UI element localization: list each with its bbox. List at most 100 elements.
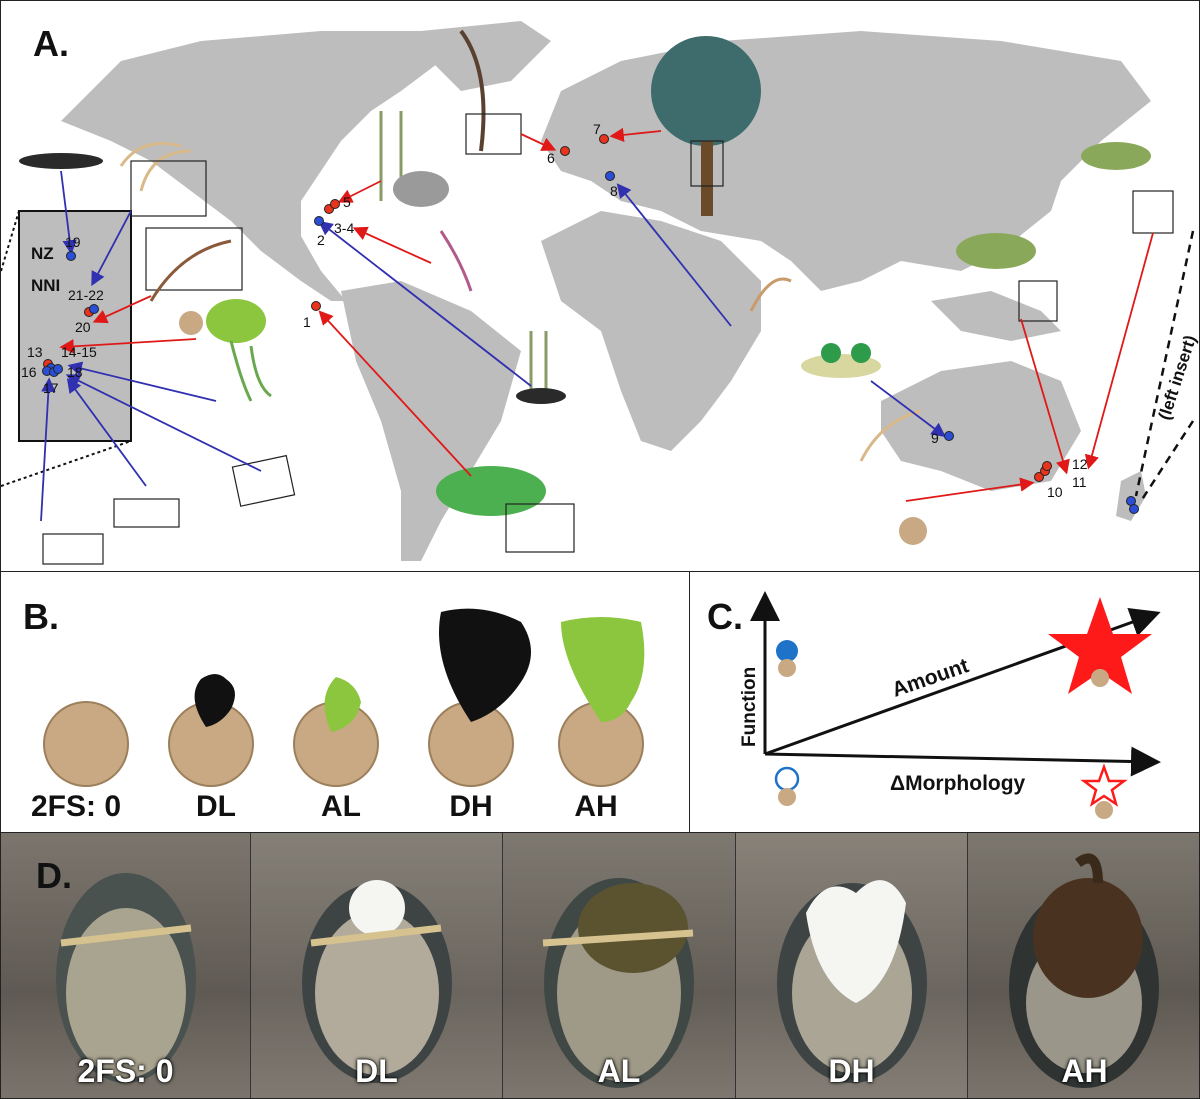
site-3-4-label: 3-4 <box>334 220 354 236</box>
concept-plot-svg: Function ΔMorphology Amount <box>739 591 1161 819</box>
treatment-label-ah: AH <box>574 790 618 823</box>
photo-label-ah: AH <box>1061 1053 1108 1089</box>
photo-label-dl: DL <box>355 1053 398 1089</box>
dead-high-seaweed-icon <box>439 608 531 722</box>
mangrove-callout-box <box>505 503 575 553</box>
site-6-label: 6 <box>547 150 555 166</box>
open-red-star-marker <box>1080 763 1128 807</box>
filled-red-star-marker <box>1048 597 1152 694</box>
site-19-label: 19 <box>65 234 81 250</box>
north-america <box>61 31 441 301</box>
site-18-dot <box>53 364 63 374</box>
panel-a-world-map: A. NZ NNI (left inser <box>0 0 1200 572</box>
seagrass-icon-2 <box>529 331 548 391</box>
open-blue-circle-marker <box>774 766 800 792</box>
brown-algae-icon <box>149 239 232 302</box>
site-8-dot <box>605 171 615 181</box>
inset-label-nni: NNI <box>31 276 60 295</box>
photo-label-al: AL <box>597 1053 641 1089</box>
site-2-dot <box>314 216 324 226</box>
tree-canopy-icon <box>651 36 761 146</box>
shell-2fs-0 <box>43 701 129 787</box>
treatment-label-dl: DL <box>196 790 236 823</box>
gradient-callout-box <box>113 498 180 528</box>
panel-d-photos: 2FS: 0 DL AL DH AH D. <box>0 832 1200 1099</box>
site-12-label: 12 <box>1072 456 1088 472</box>
treatment-label-al: AL <box>321 790 361 823</box>
photo-ah: AH <box>968 833 1199 1098</box>
nz-site-dot-2 <box>1129 504 1139 514</box>
africa <box>541 211 761 451</box>
dead-low-seaweed-icon <box>194 674 235 727</box>
greenland <box>421 21 551 91</box>
green-seaweed-icon <box>229 340 272 402</box>
world-map-svg: NZ NNI (left insert) <box>1 21 1200 565</box>
australia <box>881 361 1081 491</box>
x-axis-line <box>764 746 1161 777</box>
tree-callout-box <box>690 140 724 187</box>
treatment-shells-svg <box>43 608 645 787</box>
seaweed-callout-box <box>130 160 207 217</box>
shell-al <box>293 677 379 787</box>
x-axis-label: ΔMorphology <box>890 772 1026 795</box>
site-7-label: 7 <box>593 121 601 137</box>
shell-dl <box>168 674 254 787</box>
site-2-label: 2 <box>317 232 325 248</box>
shell-icon-morph-only <box>1095 801 1113 819</box>
kelp-icon <box>459 29 486 152</box>
shell-ah <box>558 617 645 787</box>
caulerpa-icon-1 <box>821 343 841 363</box>
dashed-line-to-nz-2 <box>1139 420 1195 502</box>
dashed-line-to-nz-1 <box>1134 230 1195 497</box>
coralline-icon <box>749 277 792 312</box>
panel-b-treatments: B. 2FS: 0 DL AL DH AH <box>0 571 690 833</box>
red-coralline-icon <box>439 230 473 292</box>
site-12-dot <box>1042 461 1052 471</box>
site-17-label: 17 <box>43 380 59 396</box>
land-masses <box>61 21 1151 561</box>
seaweed-callout-box-2 <box>145 227 243 291</box>
shell-icon-no-function <box>778 788 796 806</box>
site-markers: 1 2 3-4 5 6 7 8 9 10 11 12 13 <box>21 121 1139 514</box>
panel-b-label: B. <box>23 596 59 637</box>
kelp-callout-box <box>465 113 522 155</box>
shell-icon-b <box>393 171 449 207</box>
site-9-label: 9 <box>931 430 939 446</box>
alive-low-seaweed-icon <box>324 677 361 732</box>
mussel-icon-2 <box>516 388 566 404</box>
site-11-label: 11 <box>1072 474 1087 490</box>
mangrove-callout-box-2 <box>1018 280 1058 322</box>
left-insert-note: (left insert) <box>1155 333 1200 422</box>
mangrove-tree-icon <box>956 233 1036 269</box>
site-10-dot <box>1034 472 1044 482</box>
photo-label-dh: DH <box>828 1053 875 1089</box>
site-1-dot <box>311 301 321 311</box>
treatment-label-dh: DH <box>449 790 493 823</box>
panel-d-label: D. <box>36 855 72 896</box>
site-8-label: 8 <box>610 183 618 199</box>
site-7-dot <box>599 134 609 144</box>
photo-2fs-0: 2FS: 0 <box>1 833 251 1098</box>
shell-icon-low-function <box>778 659 796 677</box>
caulerpa-icon-2 <box>851 343 871 363</box>
site-1-label: 1 <box>303 314 311 330</box>
sea-lettuce-icon <box>206 299 266 343</box>
south-america <box>341 281 521 561</box>
site-16-label: 16 <box>21 364 37 380</box>
site-10-label: 10 <box>1047 484 1063 500</box>
y-axis-label: Function <box>739 667 760 747</box>
treatment-label-2fs-0: 2FS: 0 <box>30 790 122 823</box>
shell-icon-c <box>899 517 927 545</box>
mangrove-canopy-icon <box>436 466 546 516</box>
inset-dotted-line-bottom <box>1 440 132 487</box>
inset-label-nz: NZ <box>31 244 54 263</box>
site-21-22-label: 21-22 <box>68 287 104 303</box>
site-5-label: 5 <box>343 194 351 210</box>
inset-dotted-line-top <box>1 210 20 272</box>
mangrove-callout-box-3 <box>1132 190 1174 234</box>
gradient-callout-box-2 <box>42 533 104 565</box>
site-5-dot <box>330 199 340 209</box>
shell-icon-high-function <box>1091 669 1109 687</box>
site-19-dot <box>66 251 76 261</box>
se-asia-islands <box>931 291 1061 341</box>
